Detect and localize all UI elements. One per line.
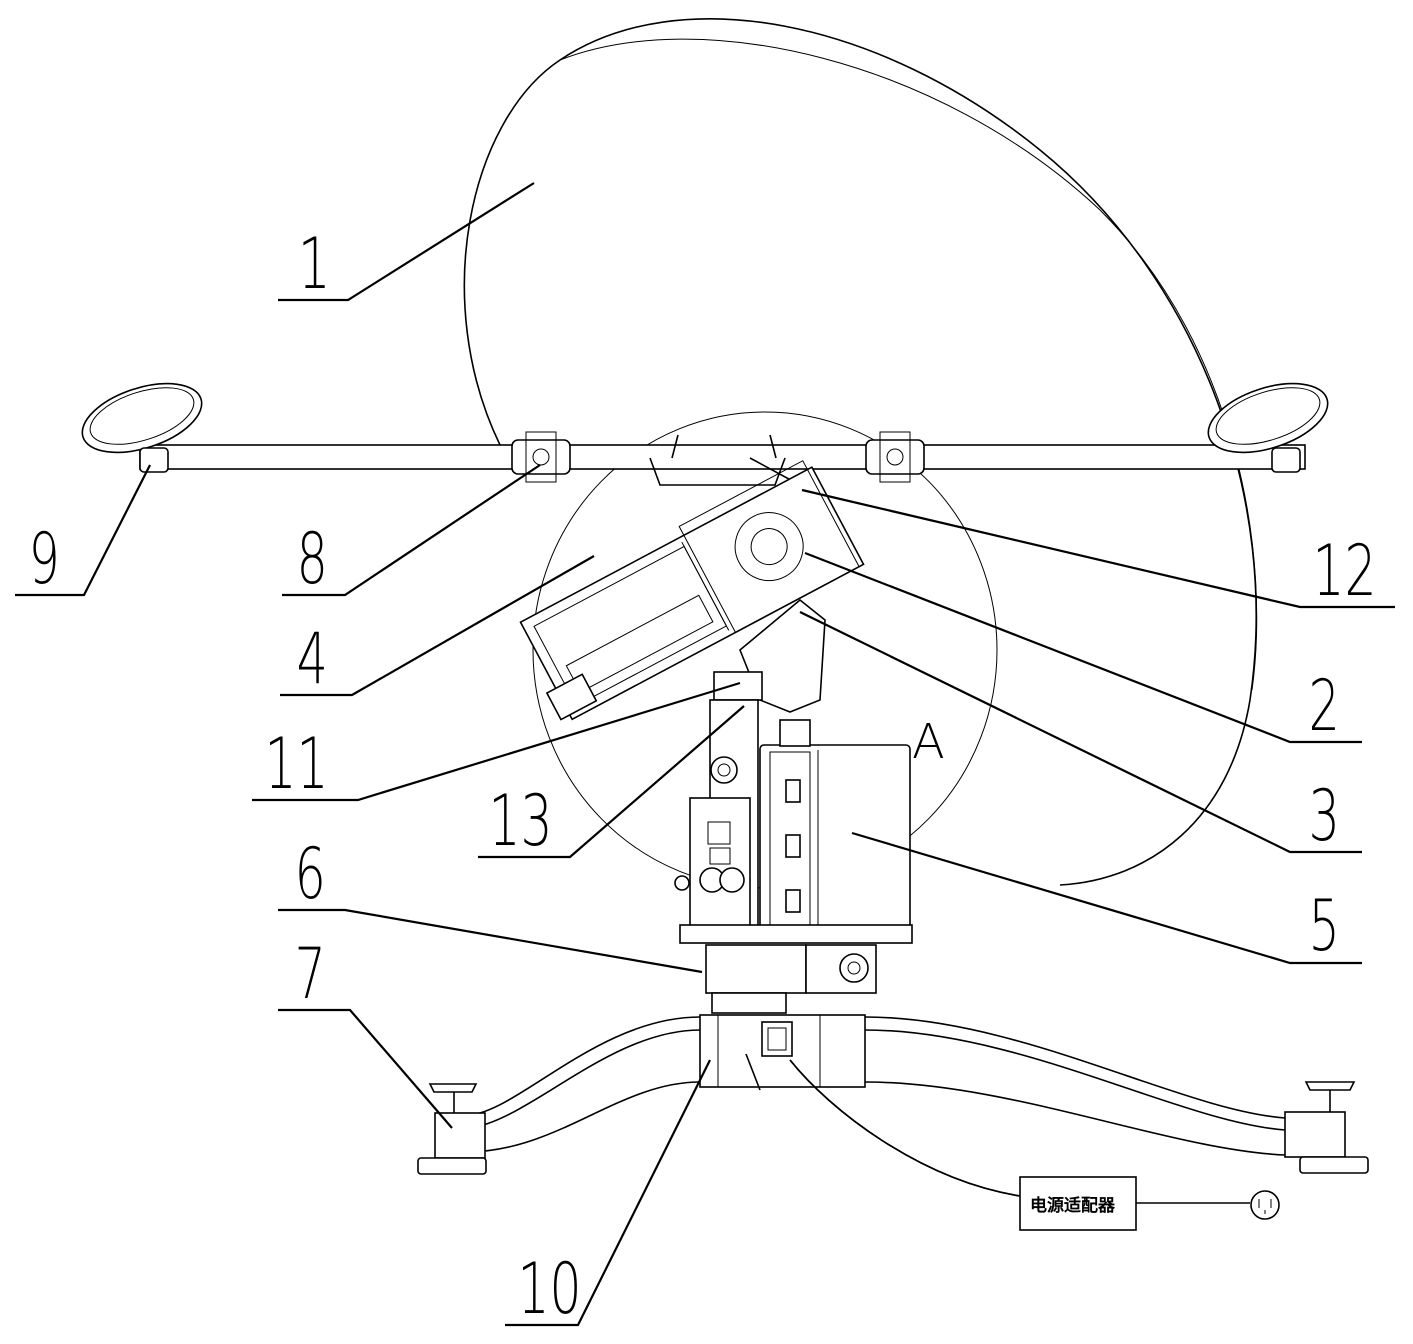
clamp-left	[511, 431, 571, 483]
callout-2: 2	[1309, 666, 1340, 747]
clamp-right	[865, 431, 925, 483]
callout-5: 5	[1309, 886, 1340, 967]
right-foot	[1284, 1081, 1369, 1174]
dish-rim-inner	[559, 38, 1258, 691]
right-end-disc	[1207, 382, 1329, 473]
power-adapter-label: 电源适配器	[1030, 1195, 1116, 1216]
callout-6: 6	[295, 834, 326, 915]
rotation-unit	[705, 944, 807, 994]
motor-knob	[839, 953, 869, 983]
cross-arm	[139, 444, 1306, 470]
callout-10: 10	[517, 1249, 581, 1330]
callout-13: 13	[488, 781, 552, 862]
dish-reflector	[463, 18, 1257, 886]
power-adapter-box	[1019, 1176, 1137, 1231]
mast-knob	[710, 756, 738, 784]
base-legs	[469, 1014, 1286, 1156]
callout-11: 11	[264, 724, 328, 805]
detail-marker-a: A	[912, 714, 945, 770]
callout-1: 1	[298, 223, 331, 305]
base-plate	[679, 924, 913, 944]
electronics-box	[759, 719, 911, 943]
callout-7: 7	[295, 934, 326, 1015]
neck	[713, 671, 763, 701]
callout-4: 4	[297, 619, 328, 700]
callout-3: 3	[1309, 776, 1340, 857]
left-foot	[417, 1083, 487, 1175]
callout-9: 9	[29, 519, 60, 600]
connector-box	[674, 797, 751, 927]
plug-icon	[1250, 1190, 1280, 1220]
callout-12: 12	[1312, 531, 1376, 612]
callout-8: 8	[297, 519, 328, 600]
tilted-assembly	[519, 460, 865, 721]
left-end-disc	[81, 382, 203, 473]
